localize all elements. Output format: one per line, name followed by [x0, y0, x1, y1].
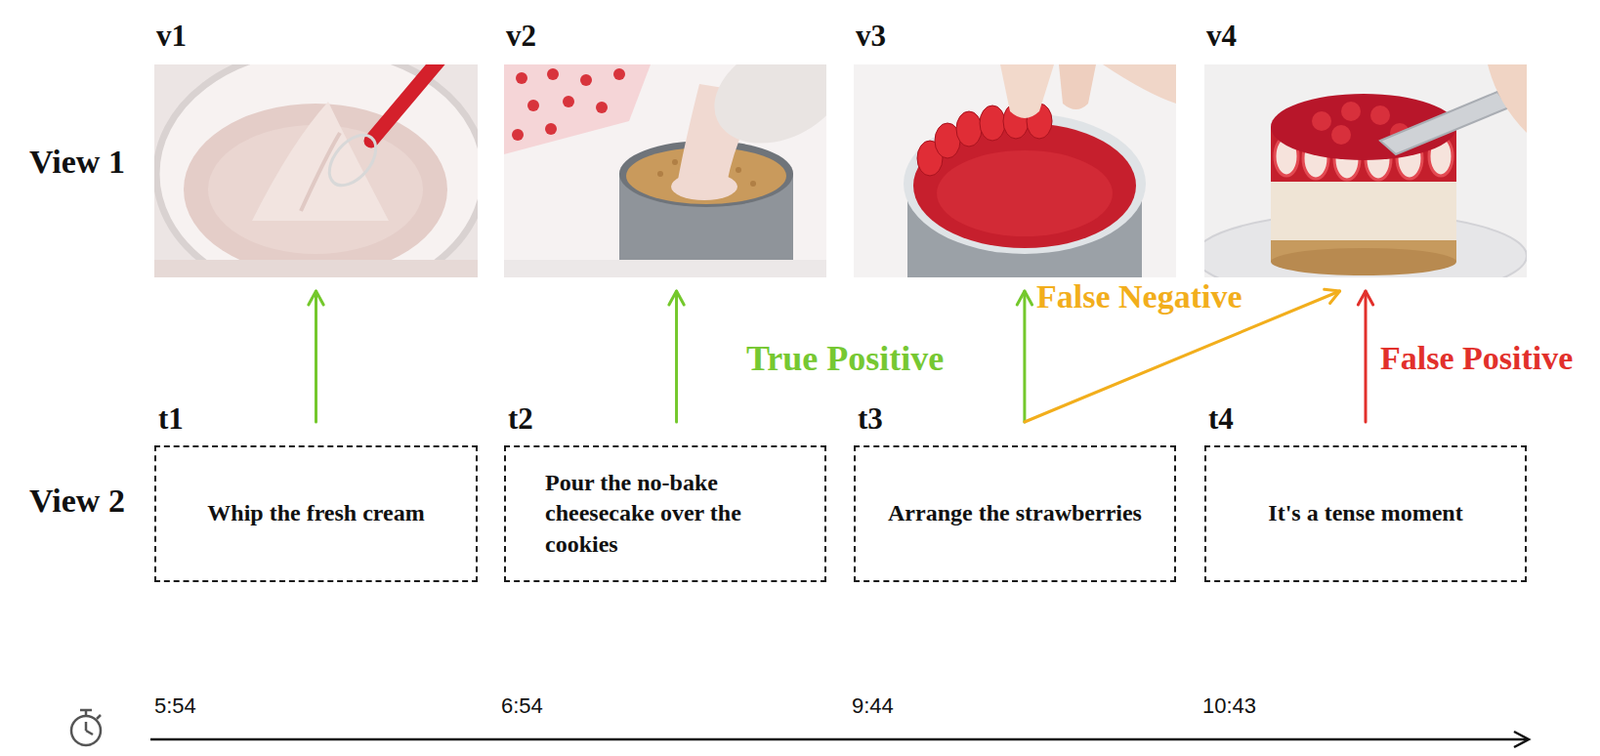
text-box: t2Pour the no-bake cheesecake over the c… [504, 445, 827, 583]
arrow-line [1364, 291, 1368, 422]
arrow-head [1016, 291, 1032, 305]
strawberry-photo [853, 64, 1177, 278]
box-text: It's a tense moment [1267, 498, 1463, 529]
box-heading: v2 [505, 17, 537, 54]
image-box: v3 [853, 64, 1177, 278]
text-box: t3Arrange the strawberries [853, 445, 1177, 583]
box-heading: t2 [507, 400, 534, 437]
box-heading: v3 [855, 17, 886, 54]
box-heading: t3 [857, 400, 884, 437]
arrow-head [308, 291, 324, 305]
box-heading: v4 [1206, 17, 1237, 54]
arrow-line [314, 291, 318, 422]
box-text: Arrange the strawberries [887, 498, 1142, 529]
edge-label: False Negative [1033, 277, 1246, 316]
match-arrow [1016, 291, 1032, 422]
arrow-line [1022, 291, 1026, 422]
pour-photo [504, 20, 862, 278]
cake-photo [1194, 64, 1527, 299]
stopwatch-icon [71, 710, 101, 746]
time-label: 5:54 [154, 693, 197, 719]
arrow-head [1324, 289, 1341, 303]
arrow-head [669, 291, 684, 305]
box-heading: t1 [158, 400, 184, 437]
box-heading: v1 [156, 17, 187, 54]
edge-label: False Positive [1377, 338, 1576, 378]
match-arrow [308, 291, 324, 422]
text-box: t4It's a tense moment [1204, 445, 1527, 583]
box-text: Pour the no-bake cheesecake over the coo… [545, 467, 795, 560]
text-box: t1Whip the fresh cream [154, 445, 478, 583]
image-box: v1 [154, 64, 478, 278]
cream-photo [154, 48, 485, 299]
arrow-line [674, 291, 678, 422]
view-label: View 1 [29, 142, 126, 183]
time-label: 6:54 [501, 693, 544, 719]
time-label: 10:43 [1202, 693, 1257, 719]
view-label: View 2 [29, 481, 126, 522]
match-arrow [1357, 291, 1373, 422]
time-axis [150, 731, 1529, 748]
arrow-head [1357, 291, 1373, 305]
image-box: v2 [504, 64, 827, 278]
image-box: v4 [1204, 64, 1527, 278]
time-label: 9:44 [851, 693, 894, 719]
match-arrow [669, 291, 684, 422]
box-heading: t4 [1208, 400, 1234, 437]
legend-label: True Positive [746, 337, 944, 380]
box-text: Whip the fresh cream [207, 498, 424, 529]
